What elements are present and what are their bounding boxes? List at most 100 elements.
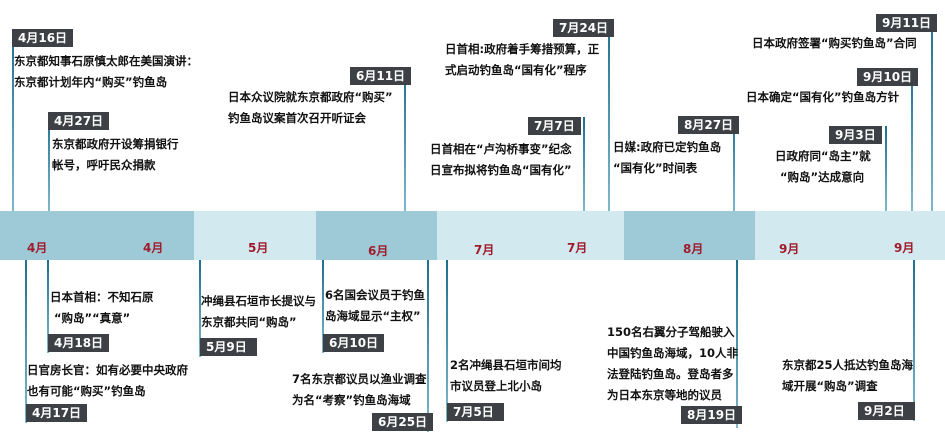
event-connector [427,260,429,432]
month-band-may [194,211,316,260]
event-connector [911,68,913,211]
month-label: 9月 [894,241,915,255]
event-text: 日本众议院就东京都政府“购买” 钓鱼岛议案首次召开听证会 [228,87,393,129]
month-label: 9月 [779,242,800,256]
event-text: 7名东京都议员以渔业调查为名“考察”钓鱼岛海域 [292,369,427,411]
event-text-line: 日政府同“岛主”就 [775,149,871,163]
month-label: 7月 [474,243,495,257]
event-text-line: 东京都共同“购岛” [201,315,297,329]
event-date-tag: 4月18日 [48,334,110,352]
event-connector [47,260,49,353]
month-label: 8月 [683,242,704,256]
event-text: 冲绳县石垣市长提议与东京都共同“购岛” [201,291,316,333]
event-date-tag: 9月10日 [857,68,919,86]
event-date-tag: 6月10日 [323,334,385,352]
event-date-tag: 7月24日 [553,19,615,37]
event-text-line: 日本首相：不知石原 [50,290,154,304]
event-text: 东京都25人抵达钓鱼岛海域开展“购岛”调查 [782,355,913,397]
event-connector [885,126,887,211]
event-text-line: 为名“考察”钓鱼岛海域 [292,393,411,407]
event-text-line: 为日本东京等地的议员 [607,388,722,402]
event-text-line: “国有化”时间表 [613,161,698,175]
event-connector [608,19,610,211]
event-date-tag: 9月3日 [829,126,882,144]
event-text-line: “购岛”达成意向 [780,170,865,184]
event-date-tag: 6月11日 [350,67,412,85]
event-text-line: 也有可能“购买”钓鱼岛 [27,384,146,398]
event-date-tag: 7月7日 [528,117,581,135]
event-connector [446,260,448,422]
event-text-line: 东京都知事石原慎太郎在美国演讲： [14,54,198,68]
event-text-line: 钓鱼岛议案首次召开听证会 [228,111,366,125]
event-text: 6名国会议员于钓鱼岛海域显示“主权” [325,285,425,327]
event-connector [913,260,915,421]
event-date-tag: 8月27日 [678,116,740,134]
event-date-tag: 4月16日 [12,29,74,47]
event-text: 日媒:政府已定钓鱼岛 “国有化”时间表 [613,137,721,179]
event-text-line: 150名右翼分子驾船驶入 [607,325,735,339]
month-band-august [624,211,755,260]
month-label: 4月 [143,241,164,255]
event-text-line: 日本确定“国有化”钓鱼岛方针 [746,90,900,104]
month-band-june [316,211,437,260]
event-date-tag: 4月17日 [26,404,88,422]
event-text-line: “购岛”“真意” [54,311,131,325]
month-band-july [437,211,624,260]
event-text-line: 日本众议院就东京都政府“购买” [228,90,393,104]
event-text-line: 域开展“购岛”调查 [782,379,878,393]
event-date-tag: 9月2日 [858,402,915,420]
month-label: 4月 [27,241,48,255]
event-text-line: 7名东京都议员以渔业调查 [292,372,427,386]
event-connector [48,112,50,211]
event-text: 2名冲绳县石垣市间均市议员登上北小岛 [450,355,562,397]
event-text-line: 东京都政府开设筹捐银行 [52,137,179,151]
event-date-tag: 6月25日 [372,413,434,431]
event-connector [736,260,738,428]
event-text: 日政府同“岛主”就 “购岛”达成意向 [775,146,871,188]
event-text-line: 式启动钓鱼岛“国有化”程序 [445,63,587,77]
month-band-april [0,211,194,260]
event-text: 日本确定“国有化”钓鱼岛方针 [746,87,899,108]
event-date-tag: 7月5日 [447,403,504,421]
event-text: 日本政府签署“购买钓鱼岛”合同 [752,33,917,54]
event-text: 东京都政府开设筹捐银行帐号，呼吁民众捐款 [52,134,179,176]
month-label: 6月 [368,244,389,258]
event-date-tag: 5月9日 [200,338,257,356]
event-connector [583,117,585,211]
event-text-line: 市议员登上北小岛 [450,379,542,393]
event-connector [12,29,14,211]
month-band-september [755,211,945,260]
event-text: 日首相:政府着手筹措预算，正式启动钓鱼岛“国有化”程序 [445,39,599,81]
event-text: 150名右翼分子驾船驶入中国钓鱼岛海域，10人非法登陆钓鱼岛。登岛者多为日本东京… [607,322,738,406]
event-connector [199,260,201,357]
event-text: 日本首相：不知石原 “购岛”“真意” [50,287,154,329]
event-text-line: 帐号，呼吁民众捐款 [52,158,156,172]
event-text-line: 日官房长官：如有必要中央政府 [27,363,188,377]
event-text-line: 东京都25人抵达钓鱼岛海 [782,358,914,372]
event-text-line: 日首相:政府着手筹措预算，正 [445,42,600,56]
month-label: 5月 [248,241,269,255]
event-text-line: 中国钓鱼岛海域，10人非 [607,346,739,360]
event-text-line: 冲绳县石垣市长提议与 [201,294,316,308]
event-text-line: 6名国会议员于钓鱼 [325,288,426,302]
month-label: 7月 [567,241,588,255]
event-text-line: 日首相在“卢沟桥事变”纪念 [430,142,572,156]
event-connector [25,260,27,423]
event-connector [931,14,933,211]
event-text-line: 日本政府签署“购买钓鱼岛”合同 [752,36,917,50]
event-text: 日官房长官：如有必要中央政府也有可能“购买”钓鱼岛 [27,360,188,402]
event-text-line: 东京都计划年内“购买”钓鱼岛 [14,75,168,89]
event-connector [322,260,324,353]
event-text: 东京都知事石原慎太郎在美国演讲： 东京都计划年内“购买”钓鱼岛 [14,51,198,93]
event-date-tag: 9月11日 [876,14,938,32]
event-text-line: 日宣布拟将钓鱼岛“国有化” [430,163,572,177]
event-text-line: 2名冲绳县石垣市间均 [450,358,562,372]
event-connector [404,67,406,211]
event-date-tag: 8月19日 [681,406,743,424]
event-text: 日首相在“卢沟桥事变”纪念日宣布拟将钓鱼岛“国有化” [430,139,572,181]
event-text-line: 岛海域显示“主权” [325,309,421,323]
event-text-line: 法登陆钓鱼岛。登岛者多 [607,367,734,381]
event-date-tag: 4月27日 [48,112,110,130]
event-text-line: 日媒:政府已定钓鱼岛 [613,140,722,154]
